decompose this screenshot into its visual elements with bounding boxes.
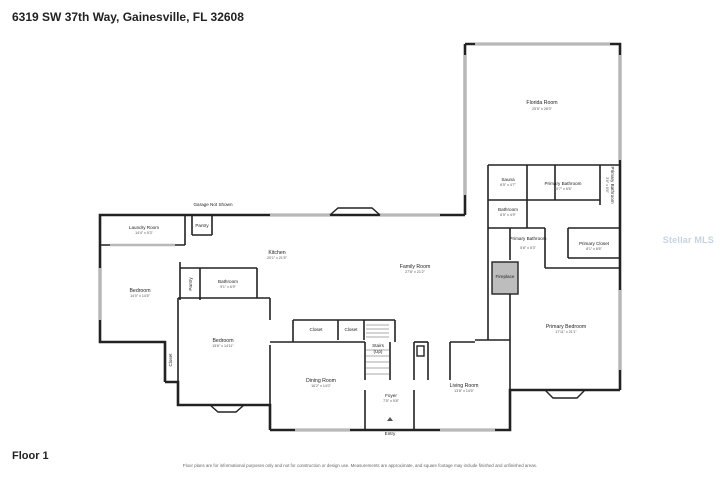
kitchen-dim: 20'1" x 21'5" [267, 256, 287, 260]
pantry-2-label: Pantry [188, 277, 193, 291]
primary-bathroom-3-label: Primary Bathroom [509, 236, 546, 241]
laundry-room-label: Laundry Room [129, 225, 159, 230]
primary-bedroom-dim: 17'11" x 21'1" [555, 330, 577, 334]
dining-room-label: Dining Room [306, 378, 336, 384]
kitchen-label: Kitchen [268, 250, 285, 256]
sauna-label: Sauna [501, 177, 515, 182]
primary-bathroom-2-label: Primary Bathroom [610, 166, 615, 203]
primary-bathroom-dim: 10'7" x 6'6" [554, 187, 572, 191]
sauna-dim: 6'5" x 4'7" [500, 183, 516, 187]
entry-label: Entry [385, 431, 396, 436]
stairs-treads [366, 324, 389, 375]
laundry-room-dim: 14'4" x 5'3" [135, 231, 153, 235]
bedroom-a-label: Bedroom [129, 288, 150, 294]
primary-closet-dim: 8'1" x 6'6" [586, 247, 602, 251]
family-room-dim: 27'8" x 21'2" [405, 270, 425, 274]
dining-room-dim: 16'2" x 14'0" [311, 384, 331, 388]
garage-note: Garage Not Shown [193, 202, 233, 207]
bathroom-a-label: Bathroom [498, 207, 518, 212]
exterior-walls [98, 42, 622, 432]
entry-arrow [387, 417, 393, 421]
primary-bathroom-label: Primary Bathroom [544, 181, 581, 186]
family-room-label: Family Room [400, 264, 431, 270]
primary-bathroom-2-dim: 3'6" x 8'6" [605, 177, 609, 193]
closet-c-label: Closet [344, 327, 358, 332]
closet-a-label: Closet [168, 353, 173, 367]
room-labels: Florida Room 25'5" x 28'3" Sauna 6'5" x … [129, 100, 615, 436]
address-title: 6319 SW 37th Way, Gainesville, FL 32608 [12, 10, 244, 24]
floor-label: Floor 1 [12, 450, 49, 462]
bedroom-b-dim: 15'6" x 14'11" [212, 344, 234, 348]
bay-windows [209, 207, 586, 413]
foyer-label: Foyer [385, 393, 397, 398]
bathroom-b-dim: 9'1" x 6'9" [220, 285, 236, 289]
watermark-logo: Stellar MLS [662, 235, 714, 245]
stairs-label: Stairs [372, 343, 384, 348]
bedroom-b-label: Bedroom [212, 338, 233, 344]
disclaimer-text: Floor plans are for informational purpos… [182, 463, 538, 468]
windows [98, 42, 622, 432]
bedroom-a-dim: 14'0" x 14'5" [130, 294, 150, 298]
primary-bedroom-label: Primary Bedroom [546, 324, 586, 330]
bathroom-a-dim: 6'5" x 4'9" [500, 213, 516, 217]
living-room-dim: 13'8" x 14'5" [454, 389, 474, 393]
living-room-label: Living Room [450, 383, 479, 389]
fireplace-label: Fireplace [496, 274, 515, 279]
florida-room-label: Florida Room [526, 100, 557, 106]
stair-newel [416, 345, 425, 357]
foyer-dim: 7'5" x 5'8" [383, 399, 399, 403]
primary-closet-label: Primary Closet [579, 241, 610, 246]
fireplace-hearth [491, 261, 519, 295]
bathroom-b-label: Bathroom [218, 279, 238, 284]
primary-bathroom-3-dim: 5'8" x 5'3" [520, 246, 536, 250]
florida-room-dim: 25'5" x 28'3" [532, 107, 552, 111]
pantry-label: Pantry [195, 223, 209, 228]
closet-b-label: Closet [309, 327, 323, 332]
stairs-sub: (Up) [374, 349, 383, 354]
